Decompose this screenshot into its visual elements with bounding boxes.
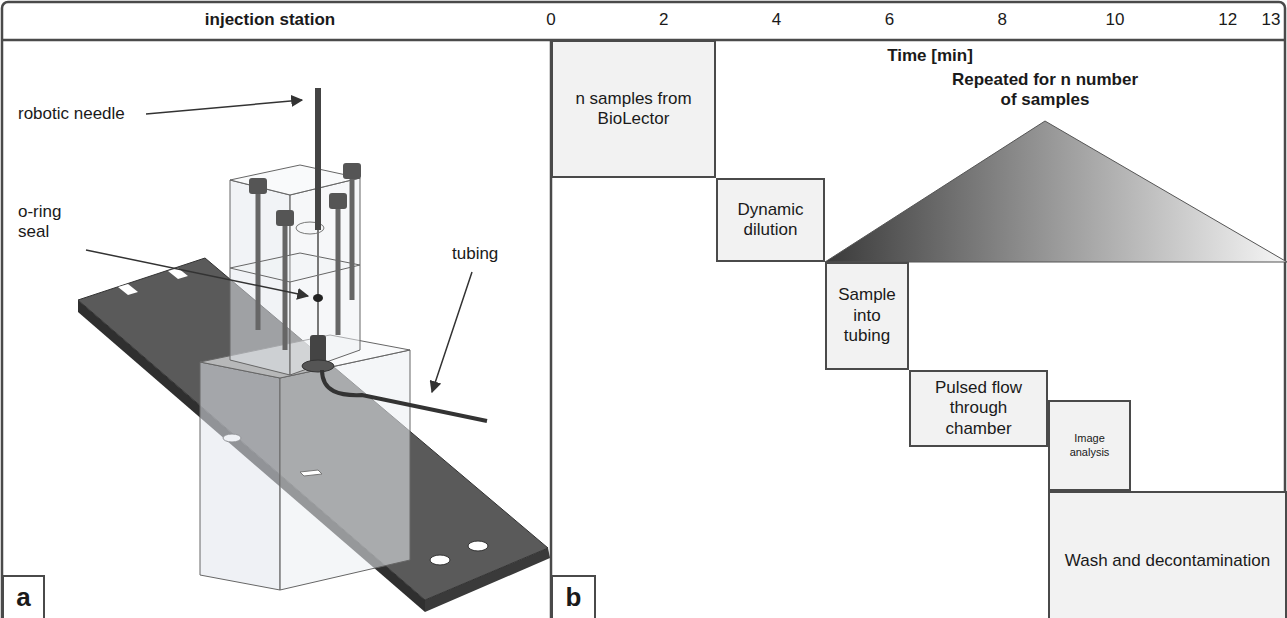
node-text: Wash and decontamination (1061, 549, 1274, 573)
axis-tick: 0 (546, 10, 555, 30)
node-text: Pulsed flow through chamber (911, 376, 1046, 441)
panel-heading: injection station (205, 10, 335, 30)
repeat-note: Repeated for n number of samples (950, 70, 1140, 111)
timeline-step: Pulsed flow through chamber (909, 370, 1048, 447)
robotic-needle (315, 88, 321, 230)
leader-line (432, 272, 472, 392)
screws (249, 163, 361, 350)
node-text: b (562, 580, 586, 615)
plate-notch (118, 284, 138, 295)
axis-tick: 2 (659, 10, 668, 30)
part-label: tubing (452, 244, 498, 264)
leader-line (146, 100, 302, 114)
node-text: Image analysis (1050, 430, 1129, 460)
needle-channel (317, 230, 319, 340)
axis-tick: 8 (997, 10, 1006, 30)
axis-title: Time [min] (887, 46, 973, 66)
axis-tick: 12 (1218, 10, 1237, 30)
timeline-step: n samples from BioLector (551, 40, 716, 178)
panel-letter: a (2, 575, 45, 618)
axis-tick: 13 (1262, 10, 1281, 30)
upper-block-top (230, 165, 360, 195)
chamber-slot (300, 470, 322, 476)
timeline-step: Sample into tubing (825, 262, 909, 370)
timeline-step: Image analysis (1048, 400, 1131, 491)
fitting-nut (302, 360, 334, 372)
node-text: Sample into tubing (827, 283, 907, 348)
lower-block (280, 350, 410, 590)
part-label: robotic needle (18, 104, 125, 124)
axis-tick: 6 (885, 10, 894, 30)
fitting (310, 335, 326, 363)
axis-tick: 10 (1106, 10, 1125, 30)
timeline-step: Dynamic dilution (716, 178, 825, 262)
node-text: n samples from BioLector (553, 87, 714, 132)
o-ring (313, 294, 323, 302)
panel-letter: b (551, 575, 596, 618)
node-text: a (12, 580, 34, 615)
tubing (322, 370, 487, 421)
lower-block (200, 362, 280, 590)
plate-hole (430, 555, 450, 565)
part-label: o-ring seal (18, 202, 84, 243)
axis-tick: 4 (772, 10, 781, 30)
repeat-triangle (825, 121, 1287, 262)
leader-line (86, 250, 308, 296)
plate-hole (468, 541, 488, 551)
node-text: Dynamic dilution (718, 198, 823, 243)
timeline-step: Wash and decontamination (1048, 491, 1287, 618)
